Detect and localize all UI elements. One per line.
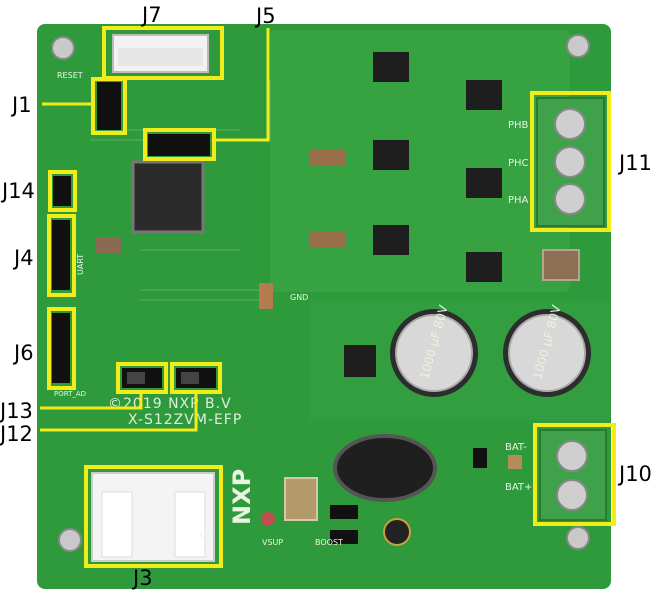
header-j5 — [148, 134, 210, 156]
highlight-j10 — [533, 423, 616, 526]
silk-gnd: GND — [290, 293, 308, 302]
silk-board-name: X-S12ZVM-EFP — [128, 412, 242, 428]
silk-port-ad: PORT_AD — [54, 390, 86, 398]
mosfet-chips — [344, 52, 502, 377]
brand-logo: NXP — [228, 469, 256, 525]
header-j1 — [97, 82, 121, 130]
label-j3: J3 — [131, 566, 153, 590]
small-inductor — [383, 518, 411, 546]
leader-j5 — [214, 28, 270, 142]
header-j4 — [52, 220, 70, 290]
silk-phb: PHB — [508, 120, 529, 131]
highlight-j5 — [143, 128, 216, 161]
ceramic-capacitor — [542, 249, 580, 281]
electrolytic-capacitor-2: 1000 μF 80V — [503, 303, 591, 397]
diode-chip-2 — [330, 530, 358, 544]
jumper-j13 — [122, 368, 162, 388]
connector-j3 — [91, 472, 215, 562]
highlight-j3 — [84, 465, 223, 568]
leader-lines — [40, 28, 270, 432]
silk-copyright: ©2019 NXP B.V — [108, 396, 232, 412]
highlight-j4 — [47, 214, 76, 297]
header-j7 — [112, 34, 209, 73]
label-j11: J11 — [617, 151, 652, 175]
highlight-j14 — [48, 170, 77, 212]
jumper-j12 — [176, 368, 216, 388]
electrolytic-capacitor-1: 1000 μF 80V — [390, 303, 478, 397]
highlight-boxes — [47, 26, 616, 568]
silk-pha: PHA — [508, 195, 529, 206]
diode-chip — [330, 505, 358, 519]
mounting-holes — [51, 34, 590, 552]
header-j6 — [52, 313, 70, 383]
bat-resistor — [508, 455, 522, 469]
silk-bat-plus: BAT+ — [505, 482, 532, 493]
leader-j12 — [40, 392, 198, 432]
boost-capacitor — [284, 477, 318, 521]
highlight-j6 — [47, 307, 76, 390]
silk-boost: BOOST — [315, 538, 343, 547]
silk-lin: LIN — [200, 531, 213, 540]
test-point — [261, 512, 275, 526]
label-j14: J14 — [0, 179, 35, 203]
label-j7: J7 — [140, 3, 162, 27]
header-j14 — [53, 176, 71, 206]
diode-d11 — [473, 448, 487, 468]
silk-bat-minus: BAT- — [505, 442, 527, 453]
label-j10: J10 — [617, 462, 652, 486]
silk-uart: UART — [76, 254, 85, 275]
silk-reset: RESET — [57, 71, 83, 80]
label-j4: J4 — [12, 246, 34, 270]
label-j1: J1 — [10, 93, 32, 117]
label-j5: J5 — [254, 4, 276, 28]
label-j12: J12 — [0, 422, 33, 446]
silk-phc: PHC — [508, 158, 529, 169]
terminal-j10 — [539, 429, 607, 521]
mcu-chip — [131, 160, 205, 234]
inductor — [333, 434, 437, 502]
label-j6: J6 — [12, 341, 34, 365]
highlight-j7 — [102, 26, 224, 80]
label-j13: J13 — [0, 399, 33, 423]
highlight-j1 — [91, 77, 127, 135]
terminal-j11 — [536, 97, 605, 227]
leader-j13 — [40, 392, 143, 410]
highlight-j11 — [530, 91, 611, 232]
silk-vsup: VSUP — [262, 538, 283, 547]
shunt-resistors — [95, 150, 346, 309]
